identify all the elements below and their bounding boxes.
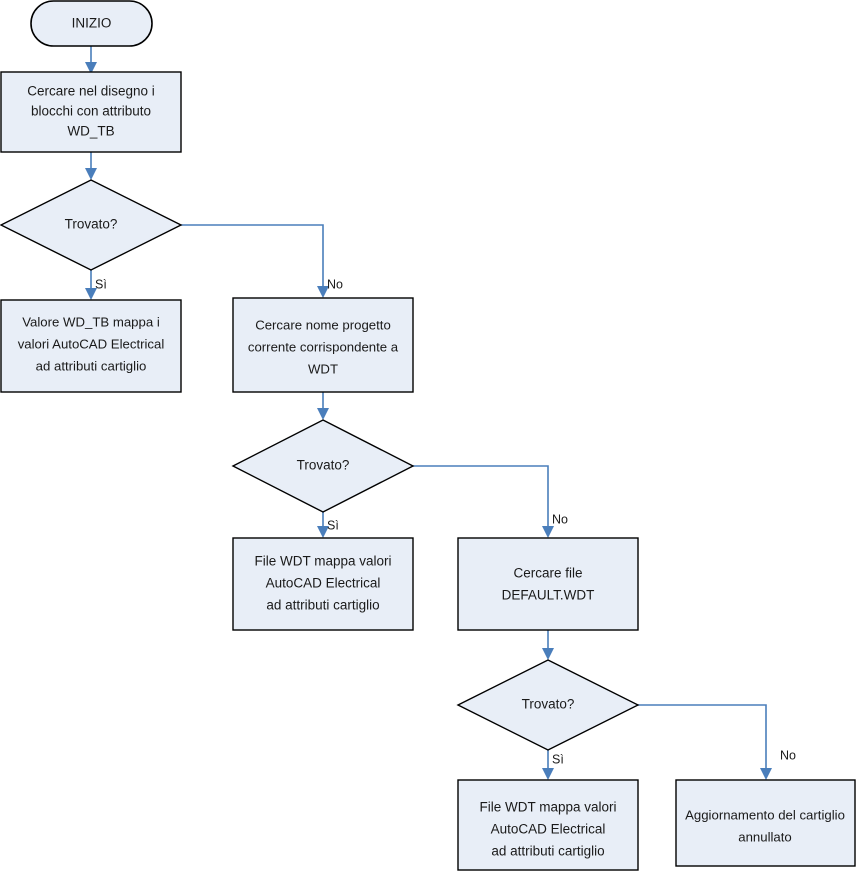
node-wdtb-maps[interactable]: Valore WD_TB mappa i valori AutoCAD Elec… bbox=[0, 299, 182, 393]
node-wdtb-maps-line3: ad attributi cartiglio bbox=[36, 358, 147, 373]
edge-label-yes-2: Sì bbox=[327, 518, 339, 532]
node-cancelled-line2: annullato bbox=[738, 829, 792, 844]
node-decision2[interactable]: Trovato? bbox=[231, 419, 415, 513]
node-cancelled-line1: Aggiornamento del cartiglio bbox=[685, 807, 845, 822]
node-wdt-maps-a[interactable]: File WDT mappa valori AutoCAD Electrical… bbox=[232, 537, 414, 631]
connector-decision3-yes bbox=[542, 750, 554, 780]
node-search-blocks-line3: WD_TB bbox=[67, 124, 114, 139]
edge-label-no-3: No bbox=[780, 748, 796, 762]
node-cancelled[interactable]: Aggiornamento del cartiglio annullato bbox=[675, 779, 856, 867]
connector-decision2-yes bbox=[317, 512, 329, 538]
node-start[interactable]: INIZIO bbox=[30, 0, 153, 47]
node-wdt-maps-b-line1: File WDT mappa valori bbox=[479, 800, 616, 815]
node-search-blocks-line1: Cercare nel disegno i bbox=[27, 84, 155, 99]
connector-decision1-no bbox=[181, 224, 329, 298]
node-decision3-label: Trovato? bbox=[522, 697, 575, 712]
node-search-project-line2: corrente corrispondente a bbox=[248, 339, 399, 354]
edge-label-yes-3: Sì bbox=[552, 752, 564, 766]
node-wdt-maps-a-line3: ad attributi cartiglio bbox=[266, 598, 379, 613]
connector-search-project-to-decision2 bbox=[317, 392, 329, 420]
edge-label-no-1: No bbox=[327, 277, 343, 291]
node-wdt-maps-b-line3: ad attributi cartiglio bbox=[491, 844, 604, 859]
node-search-project[interactable]: Cercare nome progetto corrente corrispon… bbox=[232, 297, 414, 393]
node-search-project-line3: WDT bbox=[308, 361, 338, 376]
node-wdt-maps-b[interactable]: File WDT mappa valori AutoCAD Electrical… bbox=[457, 779, 639, 871]
connector-decision2-no bbox=[413, 465, 554, 538]
connector-search-default-to-decision3 bbox=[542, 630, 554, 660]
node-search-default-line2: DEFAULT.WDT bbox=[502, 588, 595, 603]
node-search-project-line1: Cercare nome progetto bbox=[255, 317, 391, 332]
node-wdt-maps-a-line1: File WDT mappa valori bbox=[254, 554, 391, 569]
node-wdtb-maps-line1: Valore WD_TB mappa i bbox=[22, 314, 160, 329]
node-wdt-maps-b-line2: AutoCAD Electrical bbox=[491, 822, 606, 837]
node-decision2-label: Trovato? bbox=[297, 458, 350, 473]
node-decision3[interactable]: Trovato? bbox=[456, 659, 640, 751]
node-decision1-label: Trovato? bbox=[65, 217, 118, 232]
connector-search-blocks-to-decision1 bbox=[85, 152, 97, 180]
node-search-default[interactable]: Cercare file DEFAULT.WDT bbox=[457, 537, 639, 631]
edge-label-yes-1: Sì bbox=[95, 277, 107, 291]
node-search-blocks[interactable]: Cercare nel disegno i blocchi con attrib… bbox=[0, 71, 182, 153]
connector-decision1-yes bbox=[85, 270, 97, 300]
connector-start-to-search-blocks bbox=[85, 46, 97, 74]
node-decision1[interactable]: Trovato? bbox=[0, 179, 183, 271]
node-search-blocks-line2: blocchi con attributo bbox=[31, 104, 151, 119]
node-start-label: INIZIO bbox=[72, 16, 112, 31]
node-wdtb-maps-line2: valori AutoCAD Electrical bbox=[18, 336, 165, 351]
node-search-default-line1: Cercare file bbox=[513, 566, 582, 581]
node-wdt-maps-a-line2: AutoCAD Electrical bbox=[266, 576, 381, 591]
connector-decision3-no bbox=[638, 704, 772, 780]
edge-label-no-2: No bbox=[552, 512, 568, 526]
